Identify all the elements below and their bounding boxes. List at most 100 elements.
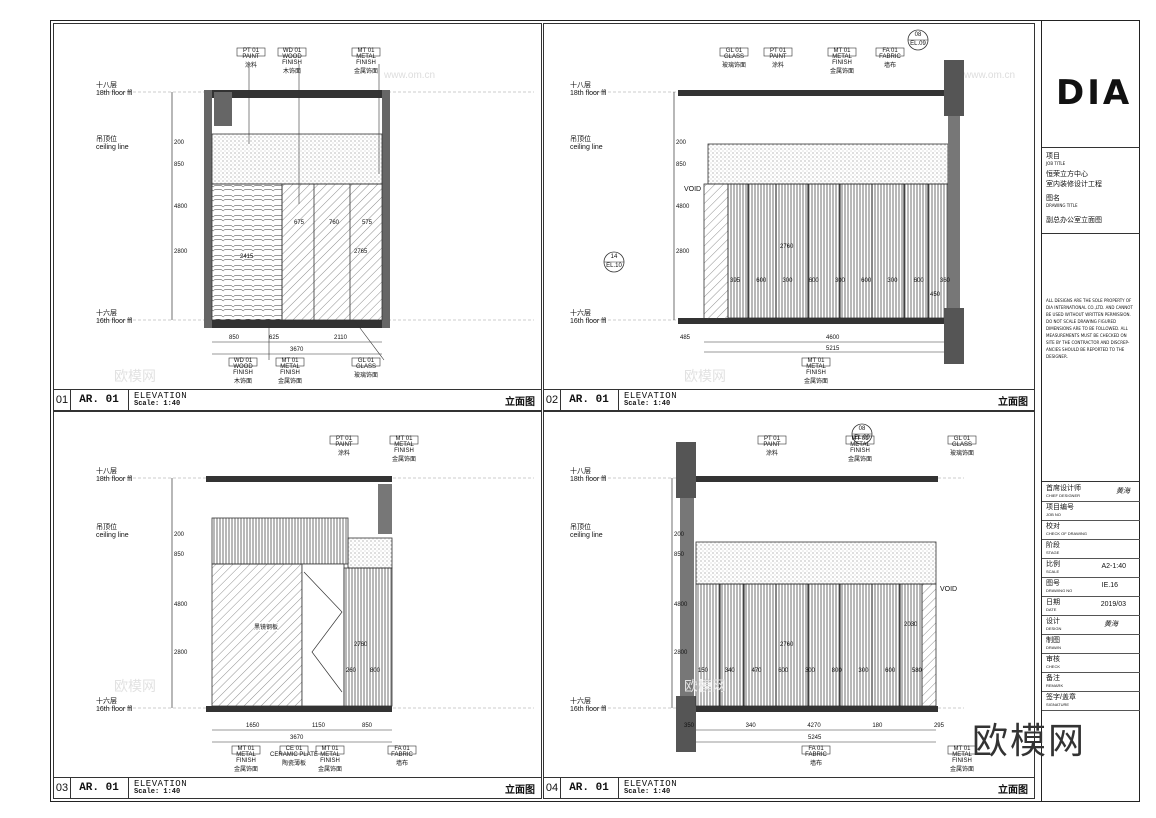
dim-inner-7: 300 xyxy=(858,668,869,674)
panel-ref: AR. 01 xyxy=(70,778,129,798)
dim-inner-11: 2030 xyxy=(904,622,918,628)
copyright-notice: ALL DESIGNS ARE THE SOLE PROPERTY OF DIA… xyxy=(1046,298,1133,359)
void-label: VOID xyxy=(684,186,702,193)
site-watermark: 欧模网 xyxy=(971,721,1086,762)
elevation-drawing-02 xyxy=(588,29,964,367)
panel-footer-01: 01 AR. 01 ELEVATION Scale: 1:40 立面图 xyxy=(54,389,541,410)
dim-total: 3670 xyxy=(290,347,304,353)
dim-left-3: 4800 xyxy=(174,204,188,210)
watermark-text: 欧模网 xyxy=(114,678,156,694)
dim-inner-2: 340 xyxy=(724,668,735,674)
dim-bottom-1: 1650 xyxy=(246,723,260,729)
watermark-url: www.om.cn xyxy=(964,70,1016,81)
dim-left-4: 2800 xyxy=(676,249,690,255)
dim-left-4: 2800 xyxy=(174,650,188,656)
drawing-name: 副总办公室立面图 xyxy=(1046,216,1102,224)
dim-inner-9: 360 xyxy=(939,278,950,284)
note-black-mirror: 黑镜钢板 xyxy=(254,622,279,631)
dim-left-2: 850 xyxy=(174,552,185,558)
dim-inner-8: 600 xyxy=(885,668,896,674)
dim-inner-5: 2415 xyxy=(240,254,254,260)
panel-scale: Scale: 1:40 xyxy=(624,400,671,408)
dim-inner-4: 2765 xyxy=(354,249,368,255)
dim-bottom-2: 4600 xyxy=(826,335,840,341)
dim-inner-5: 300 xyxy=(804,668,815,674)
panel-title: ELEVATION xyxy=(624,779,678,789)
dim-inner-2: 760 xyxy=(329,220,340,226)
dim-inner-1: 395 xyxy=(730,278,741,284)
dim-bottom-1: 350 xyxy=(684,723,695,729)
panel-title-cn: 立面图 xyxy=(505,785,535,796)
panel-title-cn: 立面图 xyxy=(505,397,535,408)
dim-inner-1: 150 xyxy=(698,668,709,674)
dim-inner-1: 2760 xyxy=(354,642,368,648)
brand-logo: DIA xyxy=(1056,73,1133,113)
dim-total: 3670 xyxy=(290,735,304,741)
dim-inner-5: 300 xyxy=(834,278,845,284)
dim-inner-10: 2760 xyxy=(780,244,794,250)
dim-inner-7: 300 xyxy=(887,278,898,284)
dim-left-4: 2800 xyxy=(674,650,688,656)
panel-title: ELEVATION xyxy=(624,391,678,401)
watermark-text: 欧模网 xyxy=(684,678,726,694)
dim-left-4: 2800 xyxy=(174,249,188,255)
panel-number: 01 xyxy=(54,390,71,410)
dim-inner-9: 580 xyxy=(911,668,922,674)
dim-left-3: 4800 xyxy=(674,602,688,608)
dim-bottom-1: 485 xyxy=(680,335,691,341)
dim-left-1: 200 xyxy=(174,140,185,146)
dim-bottom-2: 625 xyxy=(269,335,280,341)
dim-bottom-5: 295 xyxy=(933,723,944,729)
dim-total: 5245 xyxy=(808,735,822,741)
panel-scale: Scale: 1:40 xyxy=(624,788,671,796)
panel-footer-02: 02 AR. 01 ELEVATION Scale: 1:40 立面图 xyxy=(544,389,1034,410)
dim-inner-3: 300 xyxy=(782,278,793,284)
